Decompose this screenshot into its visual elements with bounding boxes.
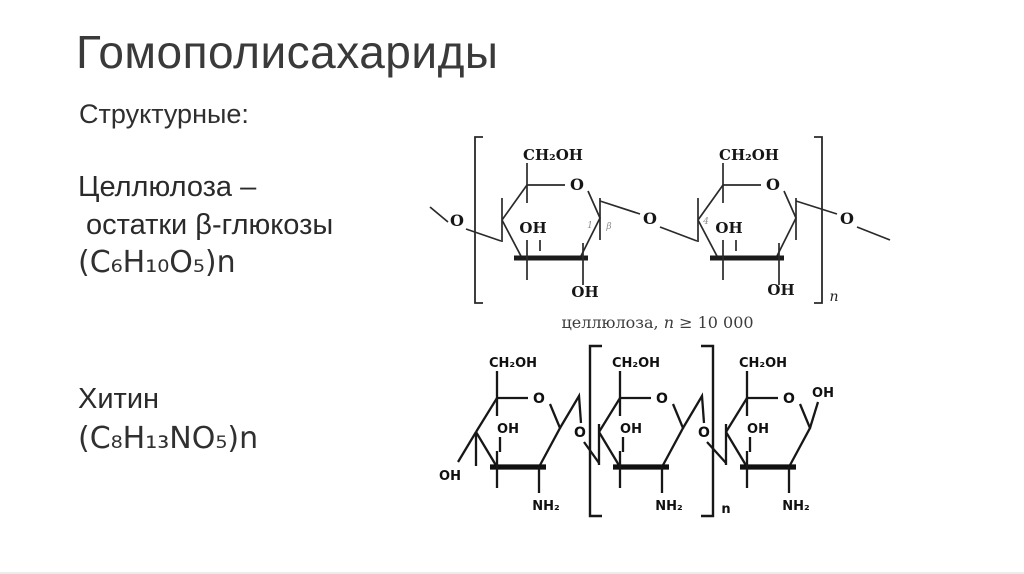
bridge-oxygen-label: O (643, 209, 657, 228)
oxygen-label: O (840, 209, 854, 228)
ch2oh-label: CH₂OH (612, 356, 660, 371)
glycosidic-bridge-1: O (599, 200, 698, 242)
glucose-ring-2: CH₂OH O OH OH 4 (697, 146, 797, 299)
ring-oxygen-label: O (656, 391, 668, 407)
caption-value: ≥ 10 000 (674, 313, 754, 332)
oh-label: OH (571, 283, 598, 301)
oh-label: OH (439, 469, 461, 484)
bridge-oxygen-label: O (574, 425, 586, 441)
glycosidic-bridge-2: O (682, 392, 727, 464)
bond (599, 200, 641, 215)
glucosamine-ring-3: CH₂OH O OH OH NH₂ (724, 356, 834, 514)
carbon-4-label: 4 (702, 217, 709, 227)
chitin-description: Хитин (C₈H₁₃NO₅)n (78, 379, 258, 459)
ring-ticks (597, 398, 664, 493)
ch2oh-label: CH₂OH (719, 146, 779, 164)
nh2-label: NH₂ (782, 499, 809, 514)
slide-bottom-edge (0, 572, 1024, 574)
bond (706, 441, 727, 464)
glycosidic-bridge-1: O (559, 392, 600, 464)
bond (795, 200, 838, 215)
ring-ticks (724, 398, 791, 493)
left-terminal-bond: O (429, 206, 502, 242)
ring-oxygen-label: O (570, 175, 584, 194)
caption-text: целлюлоза, (561, 313, 664, 332)
cellulose-description: Целлюлоза – остатки β-глюкозы (C₆H₁₀O₅)n (78, 168, 333, 282)
cellulose-name: Целлюлоза – (78, 171, 257, 203)
oh-label: OH (620, 422, 642, 437)
polymer-bracket-open (474, 136, 483, 304)
bond (465, 228, 502, 242)
carbon-1-label: 1 (587, 221, 593, 231)
bond (429, 206, 449, 223)
ch2oh-label: CH₂OH (523, 146, 583, 164)
caption-n: n (663, 313, 674, 332)
glucosamine-ring-2: CH₂OH O OH NH₂ (597, 356, 685, 514)
nh2-label: NH₂ (532, 499, 559, 514)
bond (559, 392, 583, 429)
cellulose-formula: (C₆H₁₀O₅)n (78, 245, 236, 280)
ring-ticks (474, 398, 541, 493)
oh-label: OH (747, 422, 769, 437)
ch2oh-label: CH₂OH (489, 356, 537, 371)
ch2oh-label: CH₂OH (739, 356, 787, 371)
glucose-ring-1: CH₂OH O OH OH 1 β (501, 146, 612, 301)
oxygen-label: O (450, 211, 464, 230)
bond (856, 226, 891, 241)
oh-label: OH (812, 386, 834, 401)
repeat-index-label: n (721, 502, 730, 517)
ring-ticks (697, 185, 797, 285)
chitin-formula: (C₈H₁₃NO₅)n (78, 421, 259, 456)
cellulose-residues: остатки β-глюкозы (86, 209, 334, 241)
polymer-bracket-close (814, 136, 823, 304)
section-label: Структурные: (79, 99, 249, 129)
oh-label: OH (519, 219, 546, 237)
chitin-structure-diagram: CH₂OH O OH OH NH₂ O CH₂OH O OH NH₂ O (439, 344, 834, 518)
terminal-oh-bond (457, 431, 477, 463)
bridge-oxygen-label: O (698, 425, 710, 441)
page-title: Гомополисахариды (76, 26, 499, 78)
ring-oxygen-label: O (766, 175, 780, 194)
ring-oxygen-label: O (533, 391, 545, 407)
anomeric-oh-bond (808, 401, 820, 429)
ring-bonds (501, 184, 601, 259)
oh-label: OH (497, 422, 519, 437)
ring-bonds (697, 184, 797, 259)
chitin-name: Хитин (78, 383, 160, 415)
right-terminal-bond: O (795, 200, 891, 241)
repeat-index-label: n (829, 289, 838, 305)
bond (659, 226, 698, 242)
cellulose-structure-diagram: O CH₂OH O OH OH 1 β O CH₂OH O (429, 136, 891, 305)
beta-label: β (605, 222, 611, 232)
polymer-bracket-open (588, 344, 602, 518)
glucosamine-ring-1: CH₂OH O OH OH NH₂ (439, 356, 562, 514)
nh2-label: NH₂ (655, 499, 682, 514)
oh-label: OH (715, 219, 742, 237)
cellulose-caption: целлюлоза, n ≥ 10 000 (540, 313, 775, 332)
polymer-bracket-close (701, 344, 715, 518)
ring-oxygen-label: O (783, 391, 795, 407)
bond (682, 392, 706, 429)
oh-label: OH (767, 281, 794, 299)
bond (583, 441, 600, 464)
ring-ticks (501, 185, 601, 285)
